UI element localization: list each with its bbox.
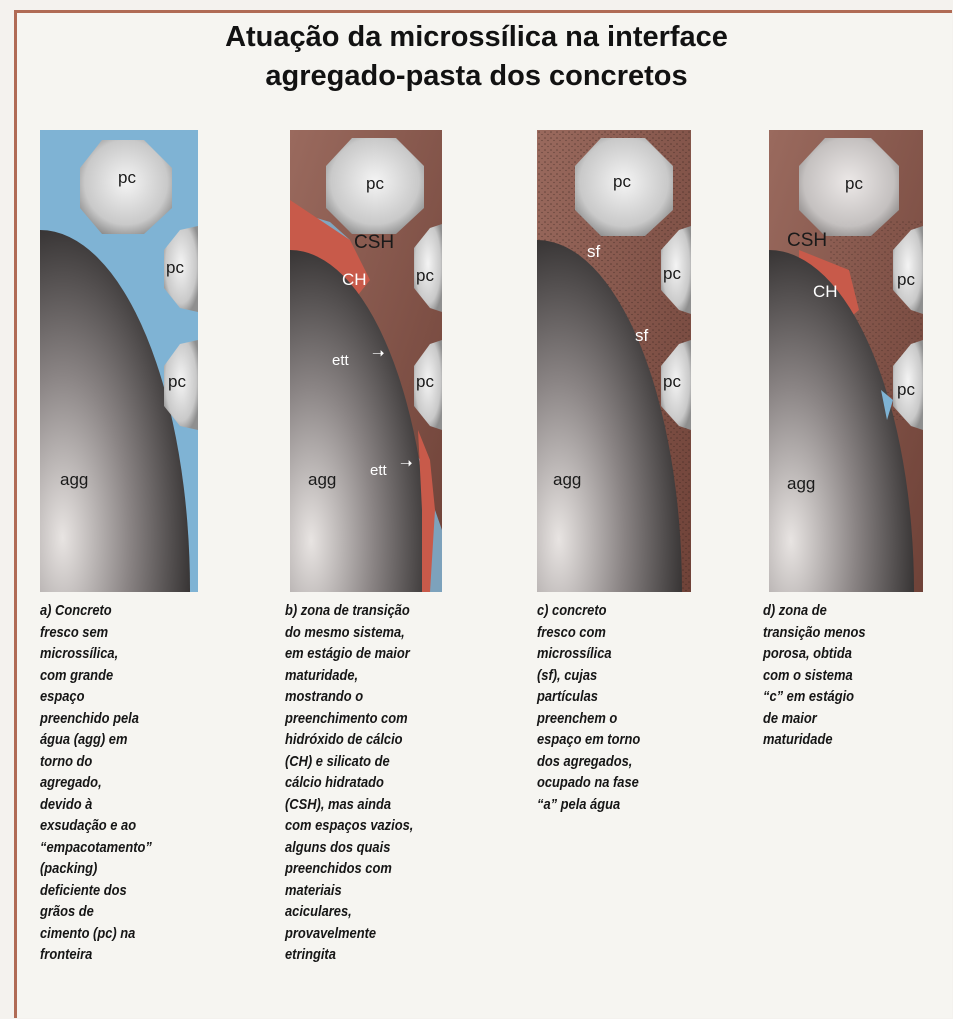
pc-label-3: pc [897,380,915,400]
agg-label: agg [60,470,88,490]
pc-label-3: pc [416,372,434,392]
pc-label-2: pc [663,264,681,284]
pc-label-1: pc [613,172,631,192]
pc-label-3: pc [663,372,681,392]
arrow-icon-2: ➝ [400,454,413,472]
caption-a: a) Concreto fresco sem microssílica, com… [40,600,152,966]
csh-label: CSH [787,230,827,252]
panel-d: pc CSH CH pc pc agg [769,130,923,592]
panel-b-illustration [290,130,442,592]
ett-label-2: ett [370,462,387,479]
caption-b: b) zona de transição do mesmo sistema, e… [285,600,413,966]
panel-b: pc CSH CH pc ett ➝ pc ett ➝ agg [290,130,442,592]
agg-label: agg [308,470,336,490]
arrow-icon-1: ➝ [372,344,385,362]
pc-label-3: pc [168,372,186,392]
pc-label-2: pc [166,258,184,278]
figure-title: Atuação da microssílica na interface agr… [0,18,953,96]
pc-label-1: pc [118,168,136,188]
panel-a-illustration [40,130,198,592]
agg-label: agg [553,470,581,490]
sf-label-2: sf [635,326,648,346]
title-line-1: Atuação da microssílica na interface [0,18,953,57]
pc-label-2: pc [416,266,434,286]
sf-label-1: sf [587,242,600,262]
pc-label-2: pc [897,270,915,290]
ch-label: CH [813,282,838,302]
panel-c: pc sf pc sf pc agg [537,130,691,592]
pc-label-1: pc [845,174,863,194]
title-line-2: agregado-pasta dos concretos [0,57,953,96]
caption-d: d) zona de transição menos porosa, obtid… [763,600,866,751]
agg-label: agg [787,474,815,494]
panel-d-illustration [769,130,923,592]
caption-c: c) concreto fresco com microssílica (sf)… [537,600,640,815]
csh-label: CSH [354,232,394,254]
ch-label: CH [342,270,367,290]
ett-label-1: ett [332,352,349,369]
pc-label-1: pc [366,174,384,194]
panel-a: pc pc pc agg [40,130,198,592]
panel-c-illustration [537,130,691,592]
